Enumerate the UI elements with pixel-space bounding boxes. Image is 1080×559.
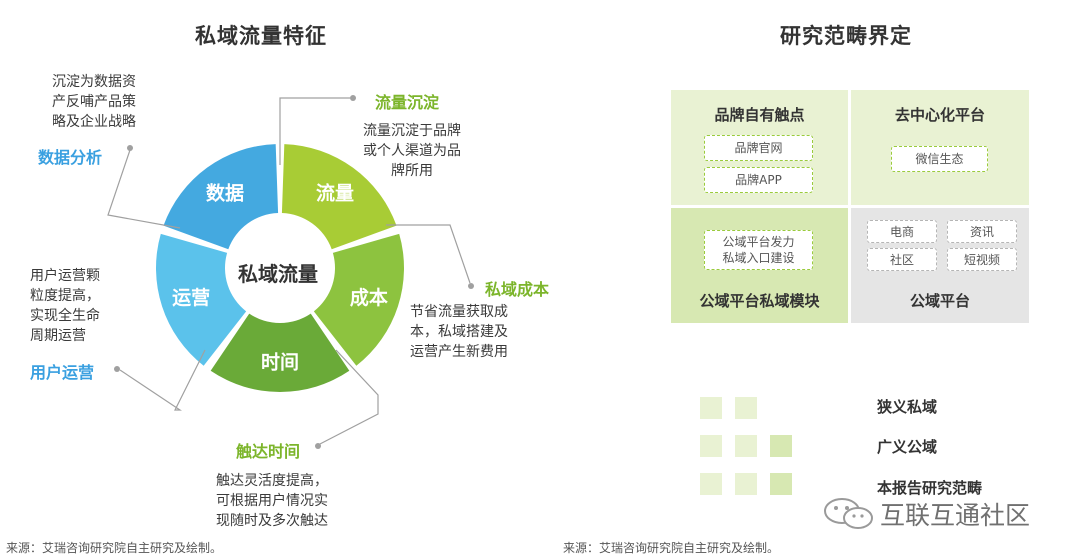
- leader-liuliang: [279, 97, 350, 165]
- cell-title-public-platform: 公域平台: [909, 292, 970, 310]
- donut-segment-yunying: [155, 233, 247, 366]
- legend-swatch: [770, 435, 792, 457]
- donut-label-shuju: 数据: [206, 181, 244, 204]
- cell-public-private-module: 公域平台发力 私域入口建设 公域平台私域模块: [671, 208, 848, 323]
- leader-shuju-dot: [127, 145, 133, 151]
- box-wechat: 微信生态: [891, 146, 988, 172]
- donut-center-label: 私域流量: [238, 262, 318, 286]
- cell-decentralized: 去中心化平台 微信生态: [851, 90, 1029, 205]
- legend-swatch: [770, 473, 792, 495]
- donut-label-liuliang: 流量: [316, 181, 354, 204]
- watermark-text: 互联互通社区: [880, 501, 1031, 530]
- box-ecommerce: 电商: [867, 220, 937, 243]
- box-brand-app: 品牌APP: [704, 167, 813, 193]
- donut-segment-chengben: [313, 233, 404, 366]
- leader-shijian-dot: [315, 443, 321, 449]
- cell-title-brand: 品牌自有触点: [714, 106, 805, 124]
- legend-swatch: [700, 473, 722, 495]
- legend-swatch: [700, 397, 722, 419]
- scope-grid: 品牌自有触点 品牌官网 品牌APP 去中心化平台 微信生态 公域平台发力 私域入…: [671, 90, 1029, 323]
- box-short-video: 短视频: [947, 248, 1017, 271]
- box-public-private: 公域平台发力 私域入口建设: [704, 230, 813, 270]
- leader-shuju: [107, 149, 181, 229]
- legend-label-scope: 本报告研究范畴: [877, 479, 983, 497]
- callout-desc-shijian: 触达灵活度提高， 可根据用户情况实 现随时及多次触达: [216, 473, 328, 529]
- wechat-icon: [824, 498, 873, 529]
- leader-yunying: [119, 349, 206, 411]
- donut-segment-shuju: [163, 144, 279, 250]
- legend-label-broad: 广义公域: [877, 438, 938, 456]
- legend-swatch: [735, 397, 757, 419]
- left-source: 来源：艾瑞咨询研究院自主研究及绘制。: [6, 541, 223, 555]
- callout-desc-yunying: 用户运营颗 粒度提高， 实现全生命 周期运营: [30, 268, 100, 344]
- callout-tag-liuliang: 流量沉淀: [375, 93, 440, 112]
- watermark: 互联互通社区: [822, 496, 1030, 532]
- donut-label-yunying: 运营: [172, 286, 210, 309]
- legend-swatch: [735, 435, 757, 457]
- donut-label-chengben: 成本: [350, 286, 388, 309]
- leader-chengben: [386, 224, 471, 284]
- box-community: 社区: [867, 248, 937, 271]
- donut-label-shijian: 时间: [261, 352, 299, 374]
- leader-shijian: [317, 349, 379, 446]
- donut-segment-shijian: [210, 313, 350, 392]
- cell-title-decentralized: 去中心化平台: [894, 106, 985, 124]
- cell-public-platform: 电商 资讯 社区 短视频 公域平台: [851, 208, 1029, 323]
- leader-chengben-dot: [468, 283, 474, 289]
- leader-yunying-dot: [114, 366, 120, 372]
- box-brand-website: 品牌官网: [704, 135, 813, 161]
- callout-desc-shuju: 沉淀为数据资 产反哺产品策 略及企业战略: [52, 74, 136, 130]
- legend-swatch: [735, 473, 757, 495]
- callout-tag-chengben: 私域成本: [485, 280, 550, 299]
- callout-tag-yunying: 用户运营: [30, 363, 95, 382]
- legend-label-narrow: 狭义私域: [877, 398, 938, 416]
- left-title: 私域流量特征: [195, 24, 327, 48]
- cell-title-public-private: 公域平台私域模块: [699, 292, 820, 310]
- callout-desc-liuliang: 流量沉淀于品牌 或个人渠道为品 牌所用: [363, 123, 461, 179]
- cell-brand-touchpoints: 品牌自有触点 品牌官网 品牌APP: [671, 90, 848, 205]
- box-news: 资讯: [947, 220, 1017, 243]
- legend-swatch: [700, 435, 722, 457]
- leader-liuliang-dot: [350, 95, 356, 101]
- right-title: 研究范畴界定: [780, 24, 912, 48]
- donut-segment-liuliang: [281, 144, 397, 250]
- callout-desc-chengben: 节省流量获取成 本，私域搭建及 运营产生新费用: [410, 304, 508, 360]
- callout-tag-shijian: 触达时间: [236, 442, 301, 461]
- callout-tag-shuju: 数据分析: [38, 148, 103, 167]
- right-source: 来源：艾瑞咨询研究院自主研究及绘制。: [563, 541, 780, 555]
